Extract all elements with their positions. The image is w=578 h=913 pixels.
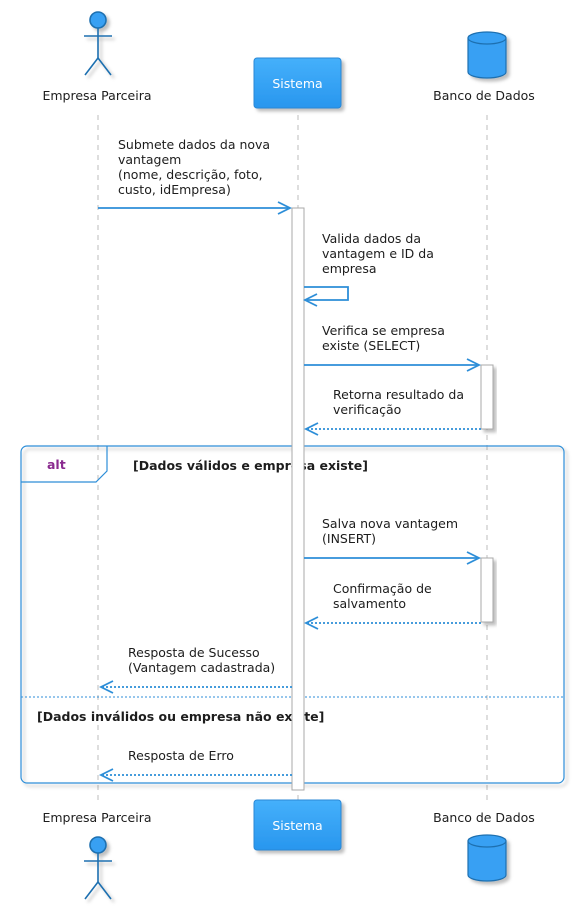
participant-label: Sistema — [272, 818, 322, 833]
message-success-response: Resposta de Sucesso(Vantagem cadastrada) — [98, 645, 292, 694]
arrow-head — [466, 551, 482, 565]
participant-db-bottom: Banco de Dados — [433, 810, 535, 882]
arrow-head — [303, 422, 319, 436]
alt-guard-success: [Dados válidos e empresa existe] — [133, 458, 368, 473]
participant-label: Banco de Dados — [433, 88, 535, 103]
alt-keyword: alt — [47, 457, 66, 472]
database-icon — [467, 31, 507, 79]
participant-label: Banco de Dados — [433, 810, 535, 825]
arrow-head — [98, 768, 114, 782]
participant-partner-bottom: Empresa Parceira — [42, 810, 152, 900]
message-insert: Salva nova vantagem(INSERT) — [304, 516, 482, 565]
database-icon — [467, 834, 507, 882]
arrow-head — [466, 358, 482, 372]
participant-db-top: Banco de Dados — [433, 31, 535, 103]
arrow-head — [303, 616, 319, 630]
message-label: Salva nova vantagem(INSERT) — [322, 516, 458, 546]
activation-db-insert — [480, 557, 494, 623]
arrow-head — [277, 201, 293, 215]
alt-guard-error: [Dados inválidos ou empresa não existe] — [37, 709, 324, 724]
arrow-head — [98, 680, 114, 694]
actor-icon — [84, 836, 112, 900]
participant-system-bottom: Sistema — [253, 799, 342, 851]
activation-system — [291, 207, 305, 791]
participant-partner-top: Empresa Parceira — [42, 11, 152, 103]
message-label: Resposta de Erro — [128, 748, 234, 763]
participant-label: Empresa Parceira — [42, 88, 151, 103]
actor-icon — [84, 11, 112, 76]
participant-label: Sistema — [272, 76, 322, 91]
arrow-head — [302, 293, 318, 307]
participant-system-top: Sistema — [253, 57, 342, 109]
alt-frame: alt [Dados válidos e empresa existe] [Da… — [20, 445, 565, 784]
activation-db-select — [480, 364, 494, 430]
participant-label: Empresa Parceira — [42, 810, 151, 825]
message-label: Resposta de Sucesso(Vantagem cadastrada) — [128, 645, 275, 675]
message-error-response: Resposta de Erro — [98, 748, 292, 782]
